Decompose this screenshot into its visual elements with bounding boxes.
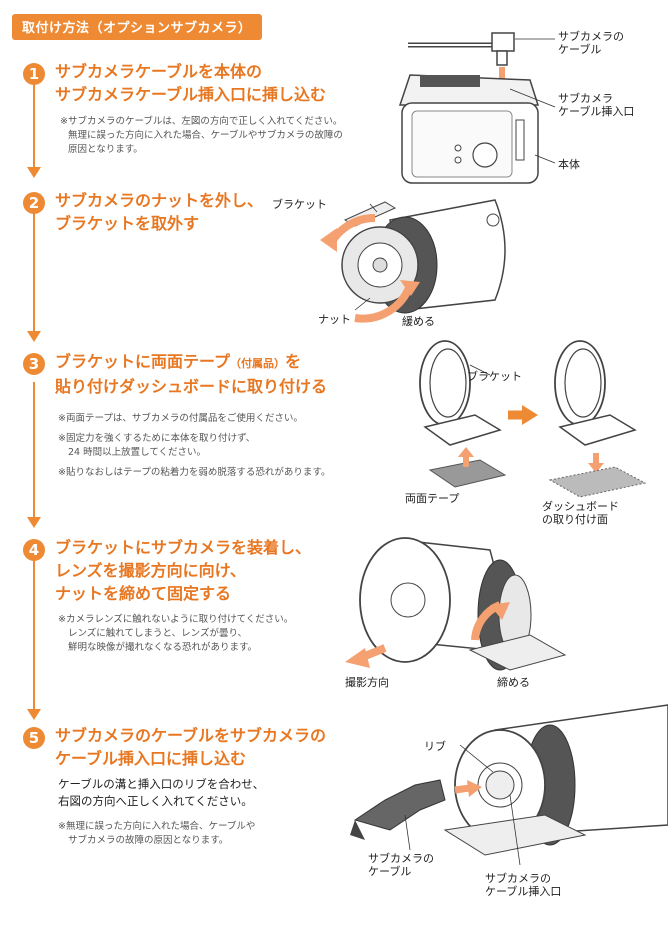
step-2-title: サブカメラのナットを外し、 ブラケットを取外す	[55, 191, 264, 233]
label-loosen: 緩める	[402, 315, 435, 328]
flow-arrow-3	[27, 517, 41, 528]
label-rib: リブ	[424, 740, 446, 753]
flow-arrow-4	[27, 709, 41, 720]
step-number-4: 4	[23, 539, 45, 561]
step-3-title: ブラケットに両面テープ（付属品）を 貼り付けダッシュボードに取り付ける	[55, 352, 328, 396]
label-cable-port-5: サブカメラの ケーブル挿入口	[485, 872, 562, 898]
step-4-notes: ※カメラレンズに触れないように取り付けてください。 レンズに触れてしまうと、レン…	[58, 614, 294, 653]
step-3-notes: ※両面テープは、サブカメラの付属品をご使用ください。 ※固定力を強くするために本…	[58, 413, 331, 478]
label-subcam-cable-5: サブカメラの ケーブル	[368, 852, 434, 878]
flow-line-4	[33, 560, 35, 710]
flow-line-3	[33, 382, 35, 518]
flow-arrow-1	[27, 167, 41, 178]
step-1-title: サブカメラケーブルを本体の サブカメラケーブル挿入口に挿し込む	[55, 62, 327, 104]
flow-arrow-2	[27, 331, 41, 342]
step-5-illustration	[350, 704, 668, 866]
label-shooting-direction: 撮影方向	[345, 676, 389, 689]
flow-line-2	[33, 212, 35, 332]
step-5-body: ケーブルの溝と挿入口のリブを合わせ、 右図の方向へ正しく入れてください。	[58, 777, 265, 808]
flow-line-1	[33, 84, 35, 168]
label-tape: 両面テープ	[405, 492, 460, 505]
step-5-title: サブカメラのケーブルをサブカメラの ケーブル挿入口に挿し込む	[55, 726, 327, 768]
label-dashboard-surface: ダッシュボード の取り付け面	[542, 500, 619, 526]
label-tighten: 締める	[497, 676, 530, 689]
label-nut: ナット	[318, 313, 351, 326]
step-number-1: 1	[23, 63, 45, 85]
step-number-2: 2	[23, 192, 45, 214]
label-subcam-cable: サブカメラの ケーブル	[558, 30, 624, 56]
section-title: 取付け方法（オプションサブカメラ）	[12, 14, 262, 40]
label-body: 本体	[558, 158, 580, 171]
step-number-3: 3	[23, 353, 45, 375]
step-number-5: 5	[23, 727, 45, 749]
label-bracket-3: ブラケット	[467, 370, 522, 383]
step-2-illustration	[320, 199, 506, 323]
label-bracket-2: ブラケット	[272, 198, 327, 211]
step-1-notes: ※サブカメラのケーブルは、左図の方向で正しく入れてください。 無理に誤った方向に…	[60, 116, 343, 155]
step-4-title: ブラケットにサブカメラを装着し、 レンズを撮影方向に向け、 ナットを締めて固定す…	[55, 538, 312, 603]
step-5-notes: ※無理に誤った方向に入れた場合、ケーブルや サブカメラの故障の原因となります。	[58, 821, 256, 846]
label-cable-port: サブカメラ ケーブル挿入口	[558, 92, 635, 118]
step-3-illustration	[419, 340, 647, 498]
step-1-illustration	[398, 32, 556, 184]
step-4-illustration	[345, 537, 567, 671]
